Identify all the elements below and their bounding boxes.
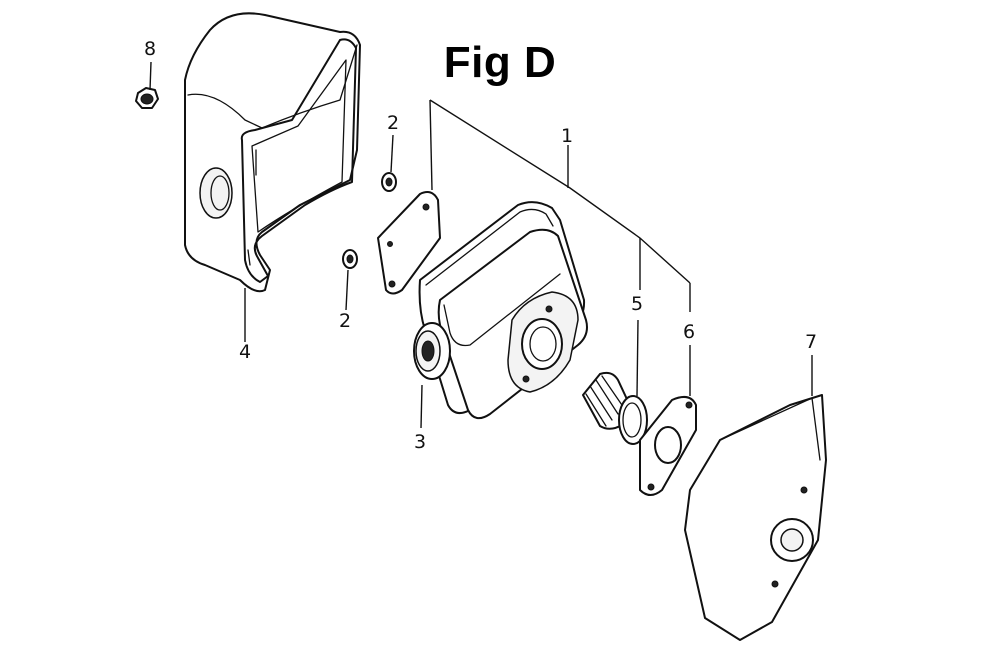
part-2-upper-washer <box>381 134 397 192</box>
part-6-gasket <box>639 345 697 496</box>
callout-label-2-lower: 2 <box>339 310 352 332</box>
callout-label-8: 8 <box>144 38 157 60</box>
part-8-nut <box>135 61 159 109</box>
callout-label-6: 6 <box>683 321 696 343</box>
part-7-plate <box>684 355 827 641</box>
part-4-muffler-protector <box>184 12 361 342</box>
part-1-muffler <box>413 201 588 429</box>
callout-label-7: 7 <box>805 331 818 353</box>
part-2-lower-washer <box>342 249 358 311</box>
callout-label-4: 4 <box>239 341 252 363</box>
callout-label-3: 3 <box>414 431 427 453</box>
callout-label-2-upper: 2 <box>387 112 400 134</box>
part-3-end-cap <box>413 322 451 429</box>
muffler-plate <box>377 191 441 295</box>
figure-title: Fig D <box>443 38 557 87</box>
callout-label-5: 5 <box>631 293 644 315</box>
callout-label-1: 1 <box>561 125 574 147</box>
part-5-spark-arrester <box>582 319 648 445</box>
assembly-bracket <box>429 99 691 312</box>
